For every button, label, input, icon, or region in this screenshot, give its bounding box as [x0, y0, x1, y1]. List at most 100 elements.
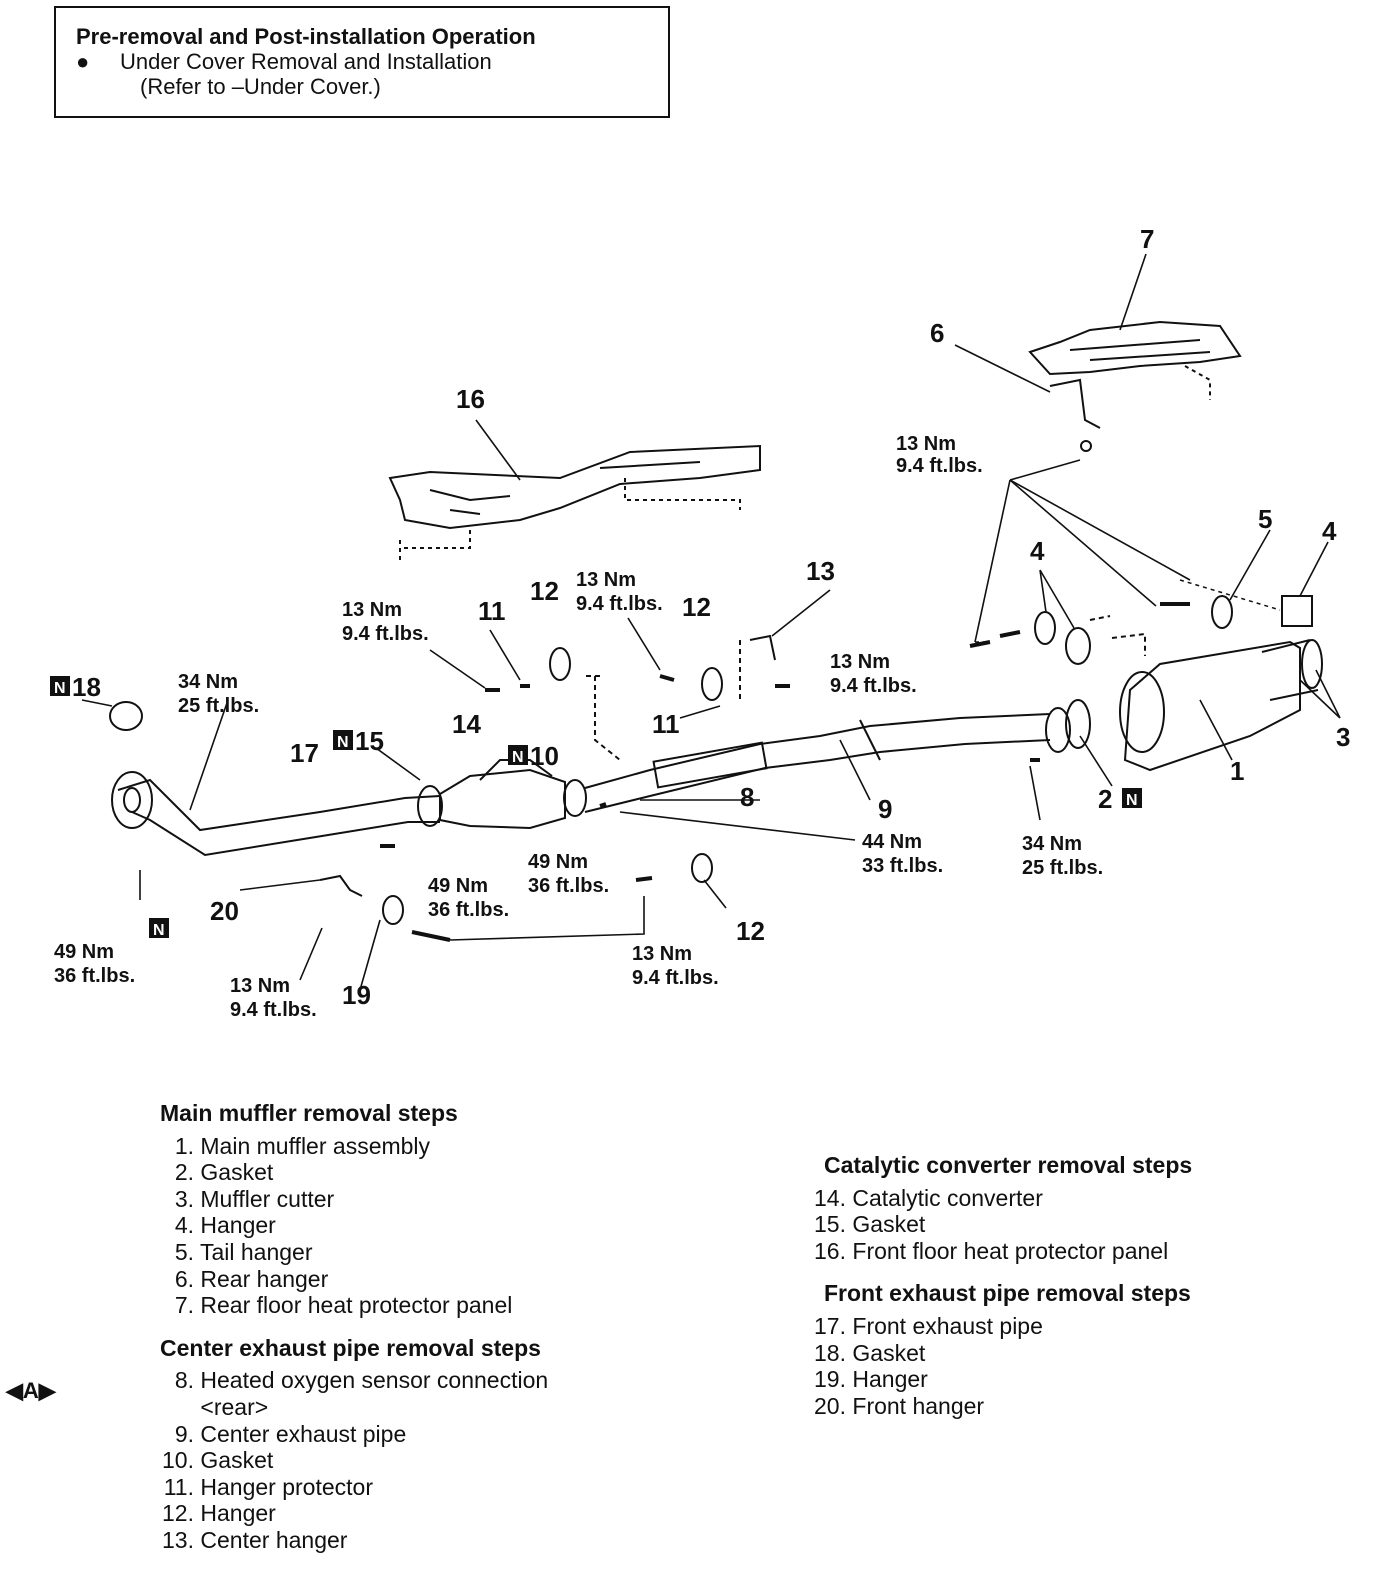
- torque-front-hanger-nm: 13 Nm: [230, 975, 290, 997]
- list-item: 20. Front hanger: [814, 1392, 985, 1419]
- list-item: 18. Gasket: [814, 1339, 926, 1366]
- torque-rear-hanger-ftlbs: 9.4 ft.lbs.: [896, 455, 983, 477]
- hanger-12a: [549, 647, 571, 681]
- n-badge-18: [50, 676, 70, 696]
- gasket-18: [109, 701, 143, 731]
- front-hanger-20: [319, 874, 363, 897]
- list-item: 19. Hanger: [814, 1366, 928, 1393]
- torque-rear-flange-nm: 34 Nm: [1022, 833, 1082, 855]
- list-item: 16. Front floor heat protector panel: [814, 1237, 1169, 1264]
- center-hanger-13: [749, 634, 776, 661]
- callout-20: 20: [210, 896, 239, 926]
- gasket-10: [563, 779, 587, 817]
- center-resonator: [652, 741, 768, 789]
- note-title: Pre-removal and Post-installation Operat…: [76, 24, 536, 49]
- torque-manifold-nm: 49 Nm: [54, 941, 114, 963]
- list-item: 15. Gasket: [814, 1211, 926, 1238]
- n-badges: N N N N N: [50, 676, 1142, 939]
- n-badge-10: [508, 745, 528, 765]
- callout-8: 8: [740, 782, 754, 812]
- callout-18: 18: [72, 672, 101, 702]
- n-badge-15: [333, 730, 353, 750]
- right-steps-column: Catalytic converter removal steps 14. Ca…: [812, 1152, 1192, 1419]
- torque-hanger19-nm: 13 Nm: [632, 943, 692, 965]
- list-item: 6. Rear hanger: [174, 1265, 329, 1292]
- callout-4b: 4: [1322, 516, 1337, 546]
- torque-front-flange-ftlbs: 25 ft.lbs.: [178, 695, 259, 717]
- torque-hanger11-nm: 13 Nm: [342, 599, 402, 621]
- n-badge-2-text: N: [1126, 792, 1138, 809]
- gasket-15: [417, 785, 443, 827]
- service-point-mark: ◀A▶: [6, 1378, 56, 1403]
- main-muffler-steps-title: Main muffler removal steps: [160, 1100, 458, 1126]
- catalytic-converter: [439, 768, 566, 830]
- tail-hanger-5: [1211, 595, 1233, 629]
- callout-11a: 11: [478, 596, 506, 626]
- list-item: 9. Center exhaust pipe: [174, 1420, 407, 1447]
- hanger-19: [382, 895, 404, 925]
- hanger-12c: [691, 853, 713, 883]
- bracket-4: [1281, 595, 1313, 627]
- torque-cat-rear-nm: 49 Nm: [528, 851, 588, 873]
- list-item: 17. Front exhaust pipe: [814, 1312, 1043, 1339]
- muffler-cutter: [1261, 639, 1319, 701]
- list-item: 12. Hanger: [162, 1500, 276, 1527]
- front-pipe-steps-title: Front exhaust pipe removal steps: [824, 1280, 1191, 1307]
- callout-16: 16: [456, 384, 485, 414]
- callout-9: 9: [878, 794, 892, 824]
- list-item: 10. Gasket: [162, 1447, 274, 1474]
- torque-cat-front-ftlbs: 36 ft.lbs.: [428, 899, 509, 921]
- torque-hanger19-ftlbs: 9.4 ft.lbs.: [632, 967, 719, 989]
- callout-12a: 12: [530, 576, 559, 606]
- exhaust-system-diagram: N N N N N 1 2 3 4 4 5 6 7 8 9 10 11 11 1…: [50, 224, 1350, 1021]
- torque-cat-rear-ftlbs: 36 ft.lbs.: [528, 875, 609, 897]
- torque-rear-hanger-nm: 13 Nm: [896, 433, 956, 455]
- rear-heat-protector-7: [1028, 320, 1242, 376]
- note-item-line2: (Refer to –Under Cover.): [140, 74, 381, 99]
- catalytic-steps-title: Catalytic converter removal steps: [824, 1152, 1193, 1178]
- front-flange: [111, 771, 153, 829]
- list-item: 5. Tail hanger: [174, 1238, 313, 1265]
- note-item-line1: Under Cover Removal and Installation: [120, 49, 492, 74]
- list-item: 8. Heated oxygen sensor connection: [174, 1367, 549, 1394]
- callout-1: 1: [1230, 756, 1244, 786]
- n-badge-15-text: N: [337, 734, 349, 751]
- center-pipe-steps-title: Center exhaust pipe removal steps: [160, 1334, 541, 1361]
- torque-hanger12-ftlbs: 9.4 ft.lbs.: [576, 593, 663, 615]
- bullet-icon: ●: [76, 49, 90, 74]
- callout-14: 14: [452, 709, 481, 739]
- leader-lines: [81, 253, 1341, 991]
- torque-front-hanger-ftlbs: 9.4 ft.lbs.: [230, 999, 317, 1021]
- n-badge-2: [1122, 788, 1142, 808]
- callout-12c: 12: [736, 916, 765, 946]
- left-steps-column: Main muffler removal steps 1. Main muffl…: [160, 1100, 548, 1554]
- torque-center-hanger-nm: 13 Nm: [830, 651, 890, 673]
- n-badge-front: [149, 918, 169, 938]
- callout-12b: 12: [682, 592, 711, 622]
- callout-3: 3: [1336, 722, 1350, 752]
- diagram-artwork: [81, 253, 1341, 991]
- hanger-12b: [701, 667, 723, 701]
- hanger-4a: [1034, 611, 1056, 645]
- front-heat-protector-16: [388, 444, 761, 530]
- torque-hanger12-nm: 13 Nm: [576, 569, 636, 591]
- list-item: 13. Center hanger: [162, 1526, 348, 1553]
- torque-center-hanger-ftlbs: 9.4 ft.lbs.: [830, 675, 917, 697]
- torque-rear-flange-ftlbs: 25 ft.lbs.: [1022, 857, 1103, 879]
- torque-specs: 13 Nm 9.4 ft.lbs. 13 Nm 9.4 ft.lbs. 13 N…: [54, 433, 1103, 1021]
- callout-7: 7: [1140, 224, 1154, 254]
- torque-o2-sensor-nm: 44 Nm: [862, 831, 922, 853]
- gasket-2: [1045, 707, 1071, 753]
- callout-15: 15: [355, 726, 384, 756]
- torque-cat-front-nm: 49 Nm: [428, 875, 488, 897]
- list-item: 2. Gasket: [174, 1159, 274, 1186]
- list-item: 11. Hanger protector: [163, 1473, 373, 1500]
- hanger-4b: [1065, 627, 1091, 665]
- callout-2: 2: [1098, 784, 1112, 814]
- torque-manifold-ftlbs: 36 ft.lbs.: [54, 965, 135, 987]
- torque-front-flange-nm: 34 Nm: [178, 671, 238, 693]
- callout-17: 17: [290, 738, 319, 768]
- n-badge-front-text: N: [153, 922, 165, 939]
- main-muffler: [1123, 640, 1301, 772]
- front-exhaust-pipe: [117, 778, 441, 857]
